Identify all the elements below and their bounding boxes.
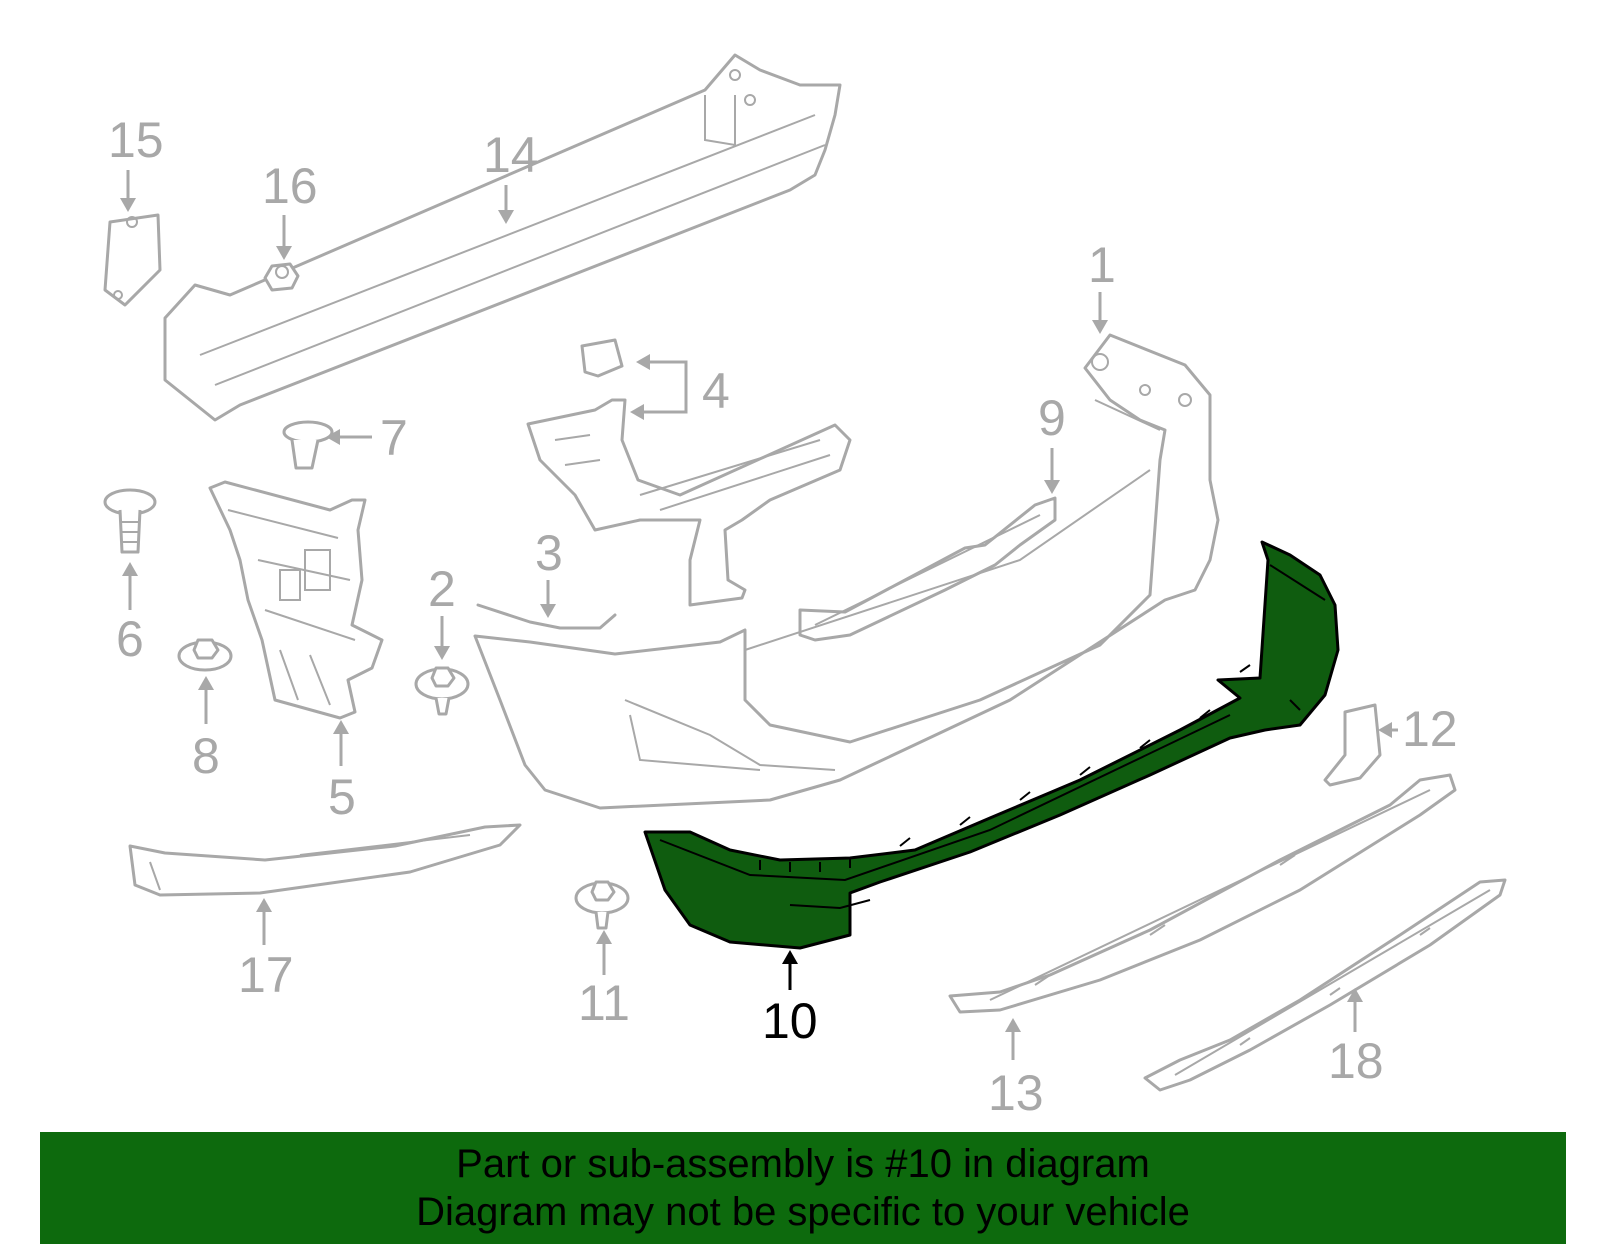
svg-text:3: 3 — [535, 525, 563, 581]
svg-text:12: 12 — [1402, 701, 1458, 757]
callout-16: 16 — [262, 158, 318, 260]
callout-3: 3 — [535, 525, 563, 618]
callout-4: 4 — [630, 354, 730, 420]
callout-1: 1 — [1088, 237, 1116, 334]
callout-2: 2 — [428, 561, 456, 660]
part-14-reinforcement-beam[interactable] — [163, 53, 842, 422]
svg-text:15: 15 — [108, 112, 164, 168]
part-3-trim-strip[interactable] — [476, 603, 617, 630]
callout-6: 6 — [116, 562, 144, 667]
callout-10: 10 — [762, 950, 818, 1049]
callout-7: 7 — [326, 410, 408, 466]
part-13-skid-plate[interactable] — [948, 773, 1457, 1014]
callout-15: 15 — [108, 112, 164, 212]
part-5-side-bracket[interactable] — [208, 480, 384, 720]
part-17-reflector[interactable] — [128, 823, 522, 897]
callout-8: 8 — [192, 676, 220, 784]
part-6-screw[interactable] — [103, 488, 157, 554]
info-banner: Part or sub-assembly is #10 in diagram D… — [40, 1132, 1566, 1244]
callout-14: 14 — [483, 127, 539, 224]
part-12-cover[interactable] — [1323, 703, 1382, 787]
svg-text:7: 7 — [380, 410, 408, 466]
callout-5: 5 — [328, 720, 356, 825]
part-15-cover-plate[interactable] — [103, 213, 162, 307]
svg-text:13: 13 — [988, 1065, 1044, 1121]
part-16-nut[interactable] — [263, 262, 300, 292]
part-8-flange-nut[interactable] — [177, 638, 233, 672]
callout-11: 11 — [578, 930, 630, 1031]
part-1-bumper-cover[interactable] — [473, 333, 1220, 810]
callout-13: 13 — [988, 1018, 1044, 1121]
svg-text:2: 2 — [428, 561, 456, 617]
svg-text:11: 11 — [578, 975, 630, 1031]
banner-line-2: Diagram may not be specific to your vehi… — [416, 1190, 1190, 1234]
svg-text:1: 1 — [1088, 237, 1116, 293]
callout-17: 17 — [238, 898, 294, 1003]
callout-12: 12 — [1378, 701, 1458, 757]
banner-line-1: Part or sub-assembly is #10 in diagram — [456, 1142, 1150, 1186]
part-9-rail[interactable] — [798, 496, 1057, 642]
callout-18: 18 — [1328, 988, 1384, 1089]
svg-text:17: 17 — [238, 947, 294, 1003]
svg-text:4: 4 — [702, 363, 730, 419]
part-11-clip[interactable] — [574, 880, 630, 930]
svg-text:5: 5 — [328, 769, 356, 825]
part-2-clip[interactable] — [414, 666, 470, 716]
part-4-center-bracket[interactable] — [526, 338, 852, 607]
svg-text:9: 9 — [1038, 390, 1066, 446]
svg-text:14: 14 — [483, 127, 539, 183]
part-10-lower-bumper-highlighted[interactable] — [643, 540, 1340, 950]
svg-text:16: 16 — [262, 158, 318, 214]
svg-text:10: 10 — [762, 993, 818, 1049]
callout-9: 9 — [1038, 390, 1066, 494]
svg-text:8: 8 — [192, 728, 220, 784]
svg-text:18: 18 — [1328, 1033, 1384, 1089]
part-7-push-clip[interactable] — [282, 420, 334, 470]
part-18-lower-trim[interactable] — [1143, 878, 1507, 1092]
svg-text:6: 6 — [116, 611, 144, 667]
